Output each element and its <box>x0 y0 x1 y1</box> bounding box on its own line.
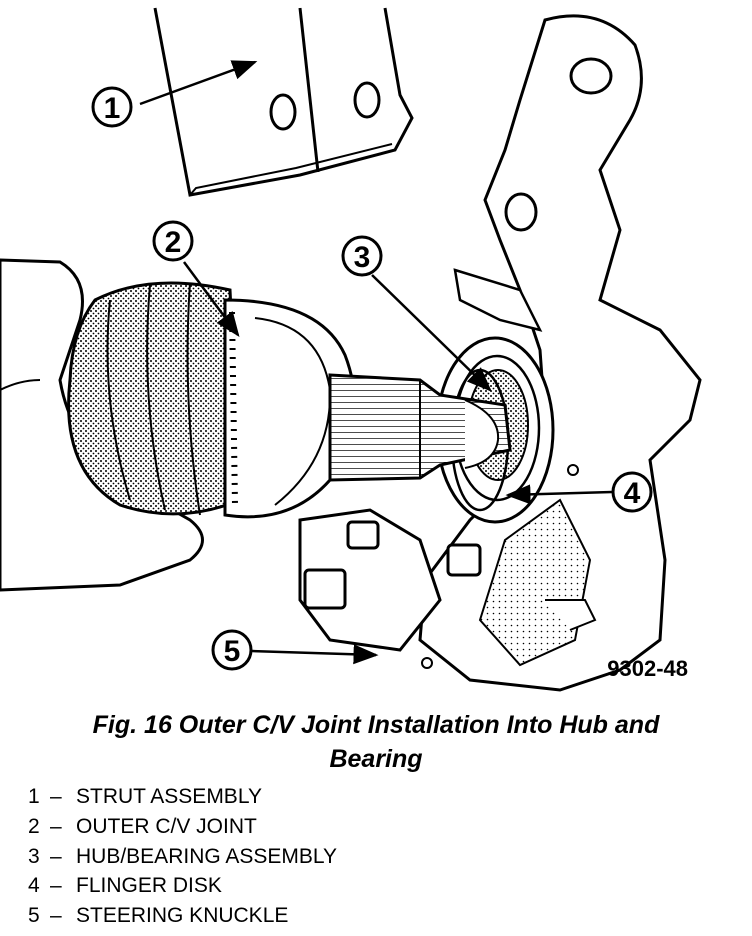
figure-caption: Fig. 16 Outer C/V Joint Installation Int… <box>20 708 732 776</box>
leader-arrow-2 <box>182 261 240 338</box>
leader-arrow-1 <box>139 60 258 106</box>
svg-text:1: 1 <box>104 92 121 125</box>
legend-label: STRUT ASSEMBLY <box>76 785 262 808</box>
figure-code: 9302-48 <box>607 656 688 681</box>
svg-text:2: 2 <box>165 226 182 259</box>
leader-arrows <box>139 60 613 665</box>
caption-line-1: Fig. 16 Outer C/V Joint Installation Int… <box>92 711 660 739</box>
legend-dash: – <box>50 814 62 838</box>
svg-text:4: 4 <box>624 477 641 510</box>
legend-number: 2 <box>28 814 40 838</box>
callout-4: 4 <box>611 471 653 513</box>
legend-number: 1 <box>28 785 40 808</box>
legend-dash: – <box>50 844 62 868</box>
caption-line-2: Bearing <box>329 745 423 773</box>
strut-assembly <box>153 7 414 197</box>
leader-arrow-3 <box>371 274 492 392</box>
legend-item: 4–FLINGER DISK <box>28 871 337 901</box>
legend-label: HUB/BEARING ASSEMBLY <box>76 844 338 868</box>
legend-list: 1–STRUT ASSEMBLY 2–OUTER C/V JOINT 3–HUB… <box>28 782 337 931</box>
callouts: 1 2 3 4 5 <box>91 86 653 671</box>
lower-bracket <box>298 508 482 652</box>
callout-1: 1 <box>91 86 133 128</box>
legend-item: 2–OUTER C/V JOINT <box>28 812 337 842</box>
legend-item: 3–HUB/BEARING ASSEMBLY <box>28 842 337 872</box>
legend-dash: – <box>50 904 62 928</box>
legend-number: 3 <box>28 844 40 868</box>
callout-3: 3 <box>341 235 383 277</box>
legend-number: 4 <box>28 874 40 898</box>
legend-item: 5–STEERING KNUCKLE <box>28 901 337 931</box>
legend-label: FLINGER DISK <box>76 874 222 898</box>
outer-cv-joint <box>67 281 512 519</box>
leader-arrow-5 <box>251 644 379 665</box>
callout-5: 5 <box>211 629 253 671</box>
legend-dash: – <box>50 785 62 808</box>
leader-arrow-4 <box>505 484 613 505</box>
legend-item: 1–STRUT ASSEMBLY <box>28 782 337 812</box>
legend-dash: – <box>50 874 62 898</box>
callout-2: 2 <box>152 220 194 262</box>
legend-label: OUTER C/V JOINT <box>76 814 257 838</box>
svg-text:5: 5 <box>224 635 241 668</box>
legend-label: STEERING KNUCKLE <box>76 904 289 928</box>
legend-number: 5 <box>28 904 40 928</box>
svg-text:3: 3 <box>354 241 371 274</box>
cv-joint-illustration: 1 2 3 4 5 9302-48 <box>0 7 702 692</box>
